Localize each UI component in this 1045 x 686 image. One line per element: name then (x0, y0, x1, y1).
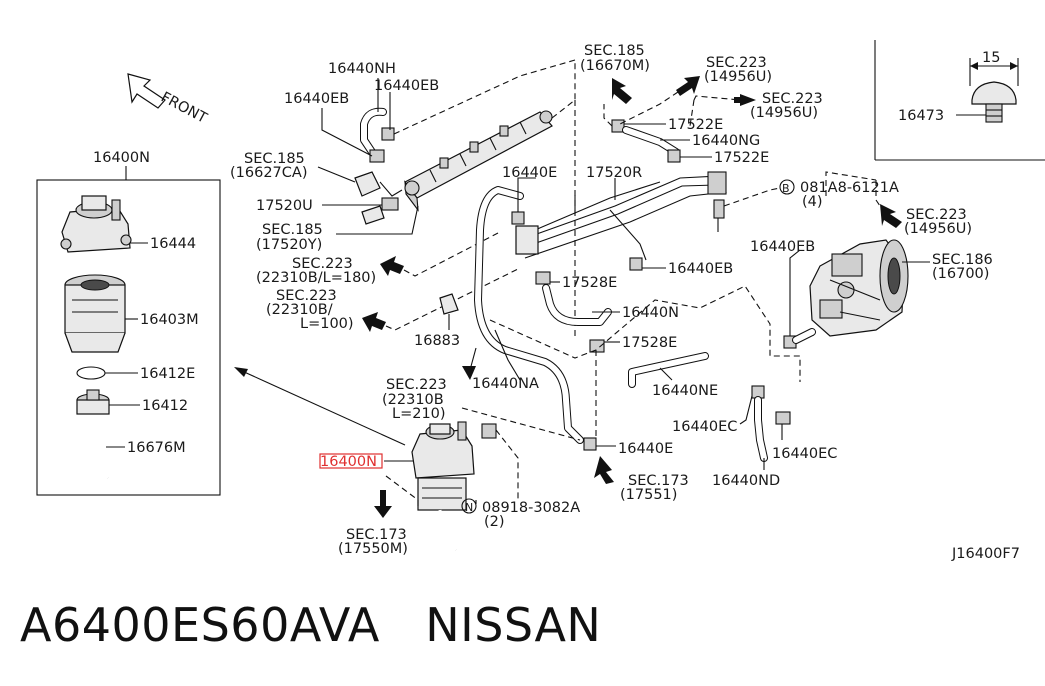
label-16440ND: 16440ND (712, 473, 780, 489)
label-sec223-100-a: SEC.223 (276, 288, 337, 304)
label-nut-qty: (2) (484, 514, 505, 530)
diagram-id: J16400F7 (951, 546, 1020, 562)
nut-badge-N: N (465, 501, 473, 514)
label-sec186-b: (16700) (932, 266, 989, 282)
label-sec185-16627CA-a: SEC.185 (244, 151, 305, 167)
label-sec223-14956U-a2: (14956U) (704, 69, 772, 85)
label-sec173-17550M-b: (17550M) (338, 541, 408, 557)
label-17522E-a: 17522E (668, 117, 723, 133)
label-16440EB-b: 16440EB (284, 91, 349, 107)
label-16440EC-b: 16440EC (772, 446, 837, 462)
label-17520R: 17520R (586, 165, 642, 181)
filter-inset: 16400N 16444 16403M 16412E (36, 150, 221, 496)
label-sec223-14956U-c1: SEC.223 (906, 207, 967, 223)
label-16473: 16473 (898, 108, 944, 124)
label-17528E-a: 17528E (562, 275, 617, 291)
part-code: A6400ES60AVA (20, 598, 380, 652)
label-16676M: 16676M (127, 440, 186, 456)
label-16440NH: 16440NH (328, 61, 396, 77)
main-filter (411, 421, 475, 551)
label-16412: 16412 (142, 398, 188, 414)
label-16440EC-a: 16440EC (672, 419, 737, 435)
injection-pump (809, 239, 909, 337)
label-16400N-highlighted: 16400N (320, 454, 377, 470)
label-sec223-210-a: SEC.223 (386, 377, 447, 393)
label-16403M: 16403M (140, 312, 199, 328)
label-sec223-100-c: L=100) (300, 316, 354, 332)
label-sec223-14956U-c2: (14956U) (904, 221, 972, 237)
filter-element-16403M (64, 274, 126, 353)
label-sec185-17520Y-a: SEC.185 (262, 222, 323, 238)
highlight-box (319, 453, 383, 469)
label-16444: 16444 (150, 236, 196, 252)
bolt-badge-B: B (782, 182, 790, 195)
label-16440N: 16440N (622, 305, 679, 321)
label-17522E-b: 17522E (714, 150, 769, 166)
label-16440NG: 16440NG (692, 133, 760, 149)
label-sec185-16670M-b: (16670M) (580, 58, 650, 74)
label-sec173-17550M-a: SEC.173 (346, 527, 407, 543)
front-indicator: FRONT (127, 73, 209, 127)
label-16440E-b: 16440E (618, 441, 673, 457)
return-tubes (515, 171, 727, 261)
fuel-rail (404, 110, 553, 212)
label-bolt-qty: (4) (802, 194, 823, 210)
dimension-15: 15 (982, 50, 1000, 66)
label-16440NE: 16440NE (652, 383, 718, 399)
label-17528E-b: 17528E (622, 335, 677, 351)
clip-inset: 15 16473 (874, 40, 1045, 161)
label-sec223-180-b: (22310B/L=180) (256, 270, 376, 286)
label-16412E: 16412E (140, 366, 195, 382)
label-sec223-180-a: SEC.223 (292, 256, 353, 272)
label-16440EB-d: 16440EB (668, 261, 733, 277)
label-16440EB-a: 16440EB (374, 78, 439, 94)
label-sec223-14956U-b2: (14956U) (750, 105, 818, 121)
label-16440E-a: 16440E (502, 165, 557, 181)
label-sec185-16670M-a: SEC.185 (584, 43, 645, 59)
label-sec223-210-c: L=210) (392, 406, 446, 422)
footer-part-code: A6400ES60AVA NISSAN (20, 598, 601, 652)
label-sec223-100-b: (22310B/ (266, 302, 333, 318)
label-sec185-17520Y-b: (17520Y) (256, 237, 322, 253)
label-sec185-16627CA-b: (16627CA) (230, 165, 307, 181)
label-sec223-14956U-b1: SEC.223 (762, 91, 823, 107)
front-label: FRONT (158, 89, 209, 126)
label-16440NA: 16440NA (472, 376, 539, 392)
sensor-16412 (76, 389, 110, 415)
label-16883: 16883 (414, 333, 460, 349)
label-sec186-a: SEC.186 (932, 252, 993, 268)
label-081A8-6121A: 081A8-6121A (800, 180, 899, 196)
label-sec223-210-b: (22310B (382, 392, 444, 408)
filter-head-16444 (60, 195, 132, 253)
o-ring-16412E (76, 366, 106, 380)
label-sec173-17551-a: SEC.173 (628, 473, 689, 489)
label-16440EB-c: 16440EB (750, 239, 815, 255)
label-08918-3082A: 08918-3082A (482, 500, 580, 516)
inset-title: 16400N (93, 150, 150, 166)
brand: NISSAN (425, 598, 602, 652)
label-sec223-14956U-a1: SEC.223 (706, 55, 767, 71)
label-sec173-17551-b: (17551) (620, 487, 677, 503)
label-17520U: 17520U (256, 198, 313, 214)
